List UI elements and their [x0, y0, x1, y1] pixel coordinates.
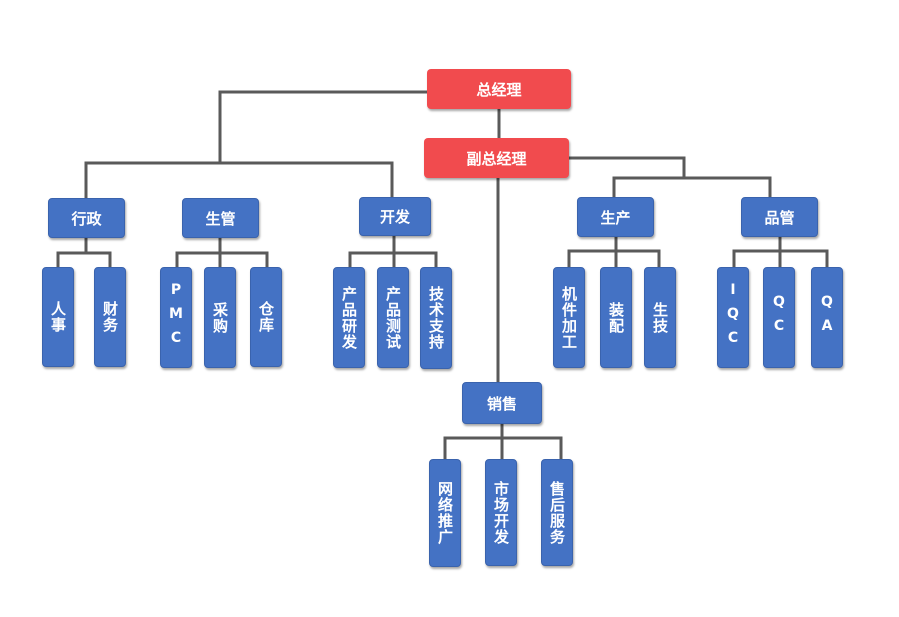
sub-after-sales-node[interactable]: 售后服务	[541, 459, 573, 566]
sub-production-tech-node[interactable]: 生技	[644, 267, 676, 368]
sub-qa-node[interactable]: QA	[811, 267, 843, 368]
dept-development-node[interactable]: 开发	[359, 197, 431, 236]
sub-machining-node[interactable]: 机件加工	[553, 267, 585, 368]
sub-tech-support-node[interactable]: 技术支持	[420, 267, 452, 369]
sub-assembly-node[interactable]: 装配	[600, 267, 632, 368]
sub-warehouse-node[interactable]: 仓库	[250, 267, 282, 367]
general-manager-node[interactable]: 总经理	[427, 69, 571, 109]
deputy-general-manager-node[interactable]: 副总经理	[424, 138, 569, 178]
dept-quality-node[interactable]: 品管	[741, 197, 818, 237]
sub-market-development-node[interactable]: 市场开发	[485, 459, 517, 566]
dept-sales-node[interactable]: 销售	[462, 382, 542, 424]
dept-production-node[interactable]: 生产	[577, 197, 654, 237]
dept-production-mgmt-node[interactable]: 生管	[182, 198, 259, 238]
sub-iqc-node[interactable]: IQC	[717, 267, 749, 368]
sub-purchasing-node[interactable]: 采购	[204, 267, 236, 368]
sub-pmc-node[interactable]: PMC	[160, 267, 192, 368]
sub-product-rd-node[interactable]: 产品研发	[333, 267, 365, 368]
sub-qc-node[interactable]: QC	[763, 267, 795, 368]
sub-online-promotion-node[interactable]: 网络推广	[429, 459, 461, 567]
sub-hr-node[interactable]: 人事	[42, 267, 74, 367]
sub-product-testing-node[interactable]: 产品测试	[377, 267, 409, 368]
dept-admin-node[interactable]: 行政	[48, 198, 125, 238]
sub-finance-node[interactable]: 财务	[94, 267, 126, 367]
